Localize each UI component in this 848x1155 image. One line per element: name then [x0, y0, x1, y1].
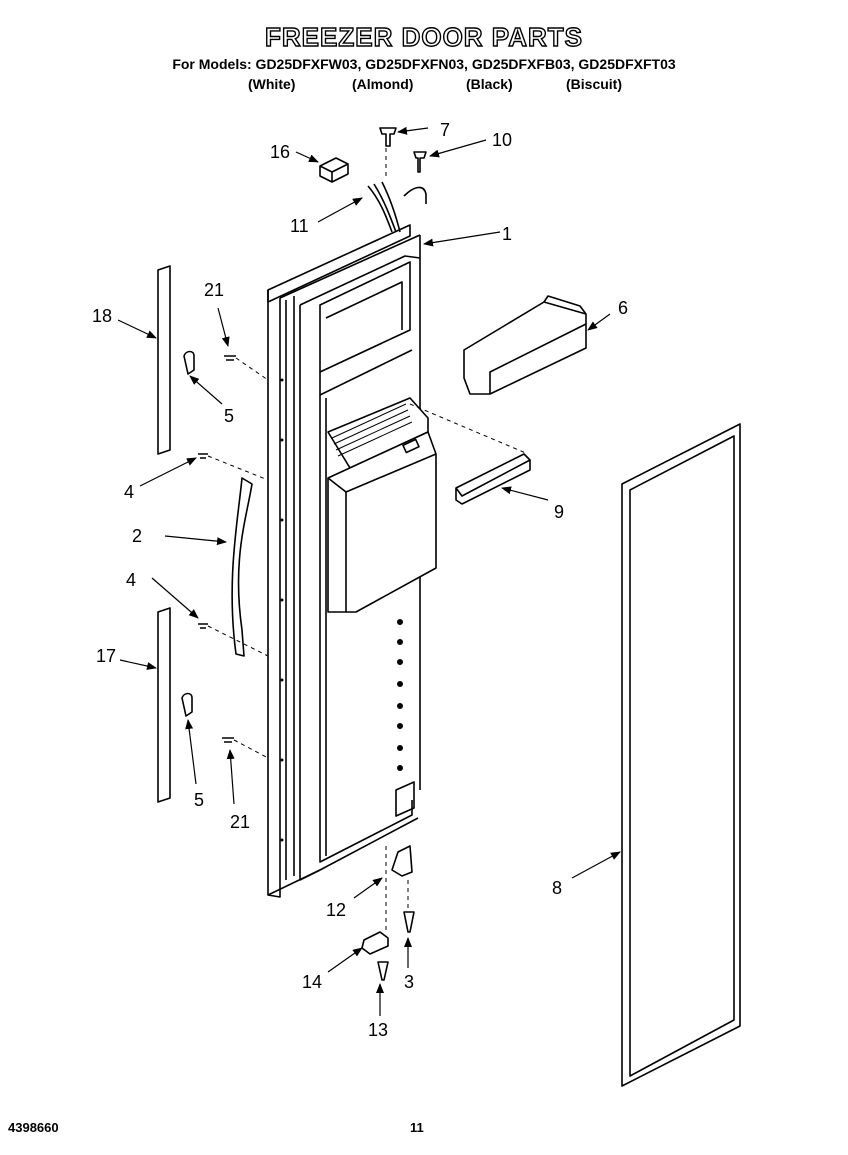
door-handle [231, 477, 253, 657]
callout-16: 16 [270, 142, 290, 162]
handle-screw-upper [198, 453, 208, 459]
callout-8: 8 [552, 878, 562, 898]
door-panel [267, 224, 437, 898]
lower-side-trim [157, 607, 171, 803]
callout-13: 13 [368, 1020, 388, 1040]
ground-wire [403, 186, 427, 204]
trim-clip-upper [183, 350, 195, 375]
callout-4-upper: 4 [124, 482, 134, 502]
callout-5-lower: 5 [194, 790, 204, 810]
hinge-pin [391, 845, 413, 877]
callout-7: 7 [440, 120, 450, 140]
callout-21-upper: 21 [204, 280, 224, 300]
callout-21-lower: 21 [230, 812, 250, 832]
bracket-screw [377, 961, 389, 981]
callout-4-lower: 4 [126, 570, 136, 590]
door-gasket [621, 423, 741, 1087]
color-biscuit: (Biscuit) [566, 76, 622, 92]
callout-12: 12 [326, 900, 346, 920]
hinge-screw [403, 911, 415, 933]
leader-lines [117, 126, 621, 1016]
color-white: (White) [248, 76, 296, 92]
page-number: 11 [410, 1120, 424, 1135]
callout-10: 10 [492, 130, 512, 150]
trim-screw-lower [222, 737, 234, 743]
hinge-bracket [361, 931, 389, 955]
callout-1: 1 [502, 224, 512, 244]
callout-11: 11 [290, 216, 309, 236]
trim-screw-upper [224, 355, 236, 361]
callout-3: 3 [404, 972, 414, 992]
upper-side-trim [157, 265, 171, 455]
screw-part [413, 151, 427, 173]
wire-harness [367, 181, 401, 233]
color-black: (Black) [466, 76, 513, 92]
callout-6: 6 [618, 298, 628, 318]
diagram-title: FREEZER DOOR PARTS [264, 21, 583, 52]
trim-clip-lower [181, 692, 193, 717]
callout-17: 17 [96, 646, 116, 666]
connector-part [319, 157, 349, 183]
assembly-guide-lines [207, 148, 529, 930]
callout-9: 9 [554, 502, 564, 522]
models-line: For Models: GD25DFXFW03, GD25DFXFN03, GD… [172, 56, 676, 72]
door-bin [463, 301, 587, 395]
plug-part [379, 127, 397, 147]
color-almond: (Almond) [352, 76, 414, 92]
callout-14: 14 [302, 972, 322, 992]
handle-screw-lower [198, 623, 208, 629]
callout-2: 2 [132, 526, 142, 546]
document-number: 4398660 [8, 1120, 59, 1135]
callout-5-upper: 5 [224, 406, 234, 426]
callout-18: 18 [92, 306, 112, 326]
